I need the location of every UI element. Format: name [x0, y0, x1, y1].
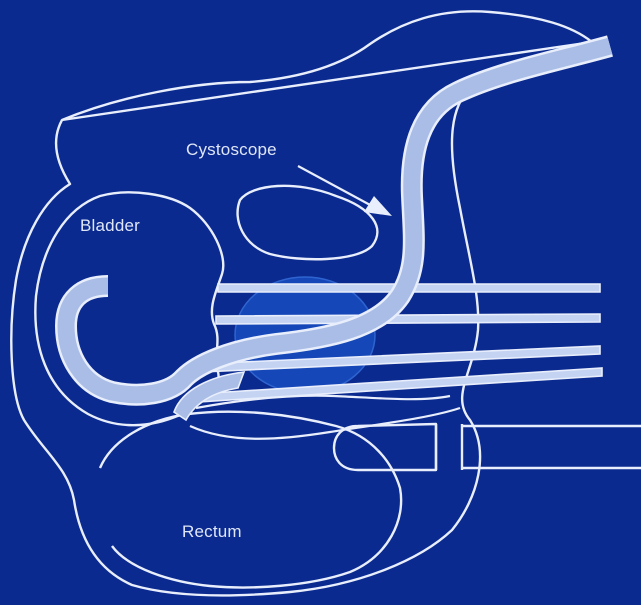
- cystoscope-pointer-arrow: [298, 166, 392, 216]
- cystoscope-label: Cystoscope: [186, 140, 277, 160]
- needle: [216, 314, 600, 324]
- pelvic-floor-outline: [190, 396, 460, 439]
- rectum-label: Rectum: [182, 522, 242, 542]
- cystoscope-instrument: [66, 46, 610, 395]
- bladder-label: Bladder: [80, 216, 140, 236]
- ultrasound-probe: [334, 424, 641, 470]
